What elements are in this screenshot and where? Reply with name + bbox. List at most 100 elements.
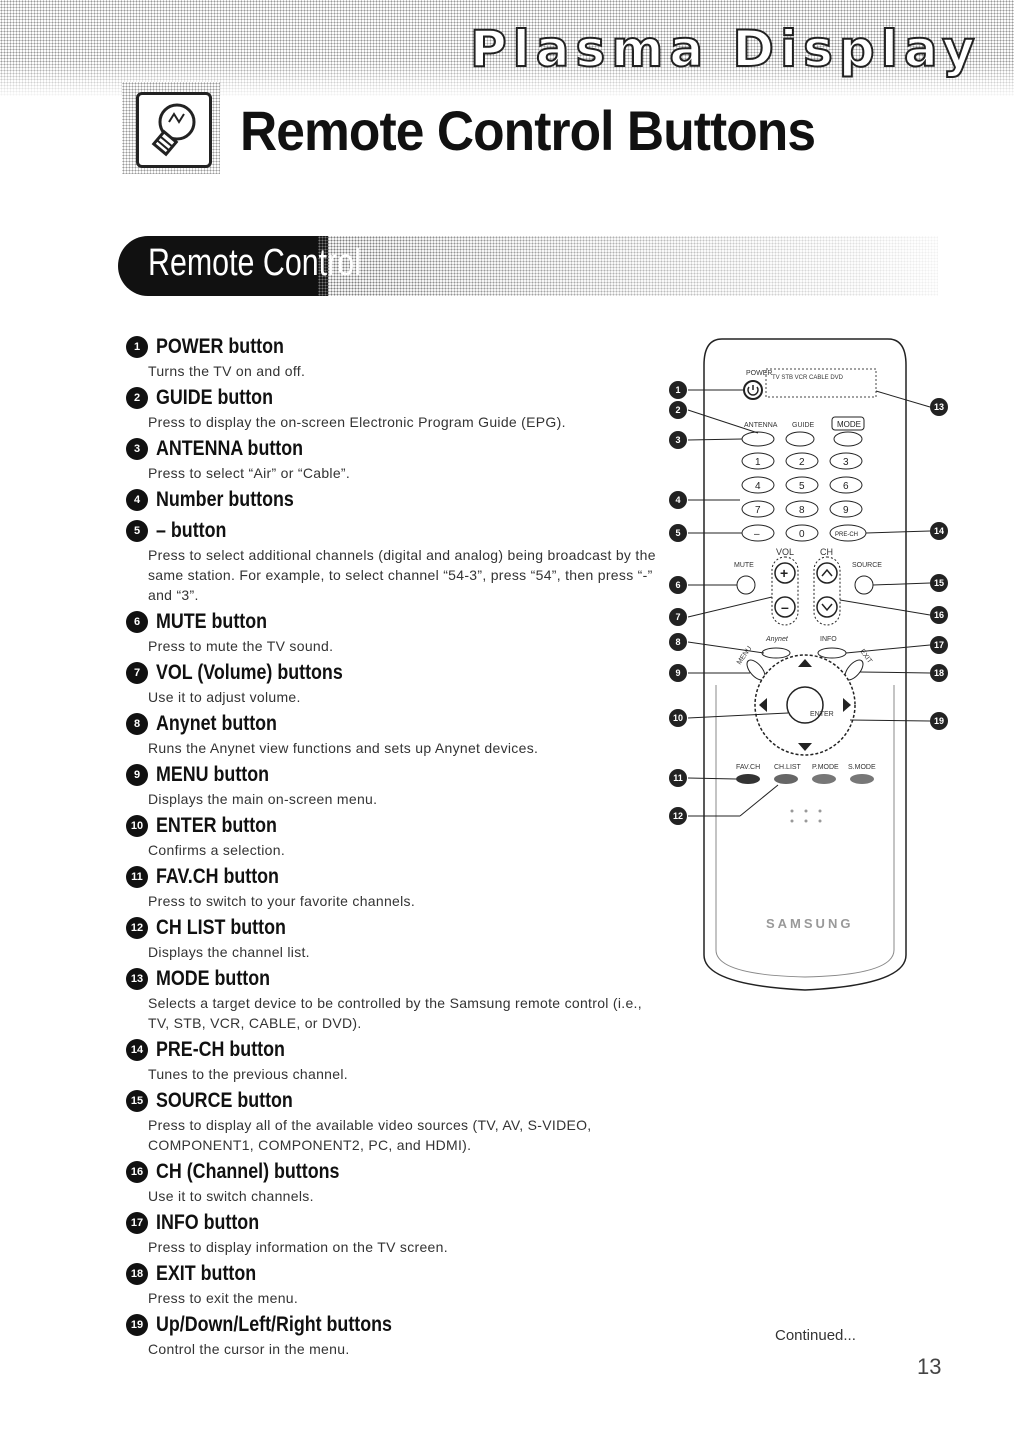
section-title: Remote Control <box>148 242 361 284</box>
svg-text:7: 7 <box>755 505 761 516</box>
mode-button <box>831 416 865 431</box>
item-description: Use it to switch channels. <box>148 1188 314 1204</box>
antenna-button <box>741 431 775 447</box>
item-number-badge: 7 <box>126 662 148 684</box>
button-list-item-heading: 11 FAV.CH button <box>126 863 666 891</box>
svg-text:2: 2 <box>799 457 805 468</box>
item-description: Selects a target device to be controlled… <box>148 995 642 1031</box>
item-description: Tunes to the previous channel. <box>148 1066 348 1082</box>
lightbulb-icon-frame <box>136 92 212 168</box>
item-title: EXIT button <box>156 1262 257 1285</box>
button-list-item-heading: 10 ENTER button <box>126 812 666 840</box>
number-keypad: 1 2 3 4 5 6 7 8 9 <box>741 452 863 518</box>
lightbulb-glyph <box>151 103 196 157</box>
remote-inner-outline <box>715 685 895 978</box>
down-arrow <box>798 743 812 751</box>
item-title: CH LIST button <box>156 916 286 939</box>
anynet-button <box>761 647 791 659</box>
smode-button <box>850 774 874 784</box>
favch-label: FAV.CH <box>736 764 760 771</box>
button-list-item-heading: 5– button <box>126 517 666 545</box>
button-list-item-heading: 2 GUIDE button <box>126 384 666 412</box>
item-description: Displays the channel list. <box>148 944 310 960</box>
item-title: INFO button <box>156 1211 260 1234</box>
svg-text:1: 1 <box>675 385 680 395</box>
power-label: POWER <box>746 370 772 377</box>
callout-badges-right: 13 14 15 16 17 18 19 <box>930 398 948 730</box>
item-number-badge: 2 <box>126 387 148 409</box>
vol-down-button <box>774 596 796 618</box>
mode-label: MODE <box>837 420 861 429</box>
callout-badges-left: 1 2 3 4 5 6 7 8 9 10 11 12 <box>669 381 687 825</box>
svg-text:16: 16 <box>934 610 944 620</box>
item-number-badge: 8 <box>126 713 148 735</box>
item-number-badge: 11 <box>126 866 148 888</box>
pmode-label: P.MODE <box>812 764 839 771</box>
item-description: Press to display information on the TV s… <box>148 1239 448 1255</box>
svg-text:12: 12 <box>673 811 683 821</box>
item-description: Use it to adjust volume. <box>148 689 301 705</box>
item-number-badge: 13 <box>126 968 148 990</box>
device-selector <box>765 368 877 398</box>
item-title: GUIDE button <box>156 386 273 409</box>
section-banner: Remote Control <box>118 236 938 296</box>
source-label: SOURCE <box>852 562 882 569</box>
svg-text:3: 3 <box>843 457 849 468</box>
item-number-badge: 16 <box>126 1161 148 1183</box>
item-title: Anynet button <box>156 712 277 735</box>
svg-text:15: 15 <box>934 578 944 588</box>
mute-button <box>736 575 756 595</box>
favch-button <box>736 774 760 784</box>
item-title: CH (Channel) buttons <box>156 1160 340 1183</box>
page-number: 13 <box>917 1354 942 1379</box>
svg-text:1: 1 <box>755 457 761 468</box>
item-title: POWER button <box>156 335 284 358</box>
callout-lines <box>687 389 931 817</box>
item-title: Up/Down/Left/Right buttons <box>156 1313 392 1336</box>
item-description: Press to mute the TV sound. <box>148 638 334 654</box>
svg-text:8: 8 <box>799 505 805 516</box>
svg-text:PRE-CH: PRE-CH <box>835 532 858 538</box>
item-title: PRE-CH button <box>156 1038 285 1061</box>
svg-text:9: 9 <box>843 505 849 516</box>
brand-logo: SAMSUNG <box>766 916 853 931</box>
item-number-badge: 15 <box>126 1090 148 1112</box>
right-arrow <box>843 698 851 712</box>
mode-key <box>833 431 863 447</box>
item-title: ENTER button <box>156 814 277 837</box>
item-title: Number buttons <box>156 488 294 511</box>
enter-button <box>786 686 824 724</box>
svg-text:0: 0 <box>799 529 805 540</box>
item-description: Press to select “Air” or “Cable”. <box>148 465 351 481</box>
svg-text:6: 6 <box>675 580 680 590</box>
section-pill <box>118 236 328 296</box>
svg-text:2: 2 <box>675 405 680 415</box>
vol-label: VOL <box>776 547 794 557</box>
section-banner-pattern <box>318 236 938 296</box>
item-number-badge: 10 <box>126 815 148 837</box>
item-description: Press to switch to your favorite channel… <box>148 893 416 909</box>
left-arrow <box>759 698 767 712</box>
smode-label: S.MODE <box>848 764 876 771</box>
item-title: FAV.CH button <box>156 865 279 888</box>
